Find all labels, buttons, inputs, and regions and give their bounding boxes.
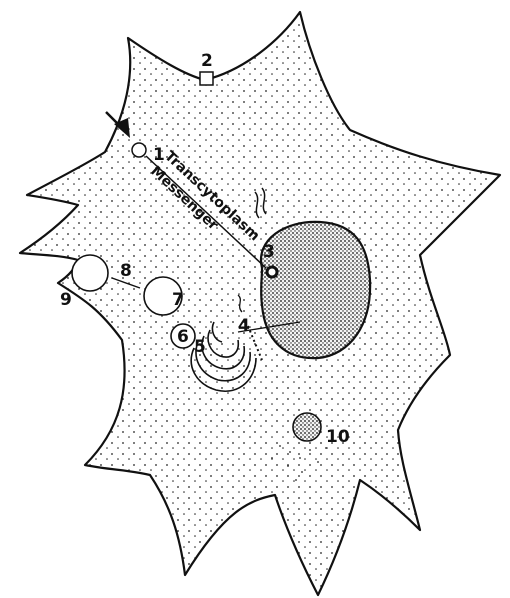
membrane-site-1 — [132, 143, 146, 157]
label-4: 4 — [238, 316, 250, 336]
label-5: 5 — [194, 337, 206, 357]
label-10: 10 — [326, 427, 350, 447]
label-6: 6 — [177, 327, 189, 347]
label-7: 7 — [172, 290, 184, 310]
label-8: 8 — [120, 261, 132, 281]
nuclear-pore-3 — [267, 267, 277, 277]
label-1: 1 — [153, 145, 165, 165]
nucleus — [261, 222, 370, 358]
membrane-site-2 — [200, 72, 213, 85]
cell-membrane — [20, 12, 500, 595]
label-3: 3 — [263, 242, 275, 262]
label-2: 2 — [201, 51, 213, 71]
lysosome-10 — [293, 413, 321, 441]
vesicle-9 — [72, 255, 108, 291]
label-9: 9 — [60, 290, 72, 310]
